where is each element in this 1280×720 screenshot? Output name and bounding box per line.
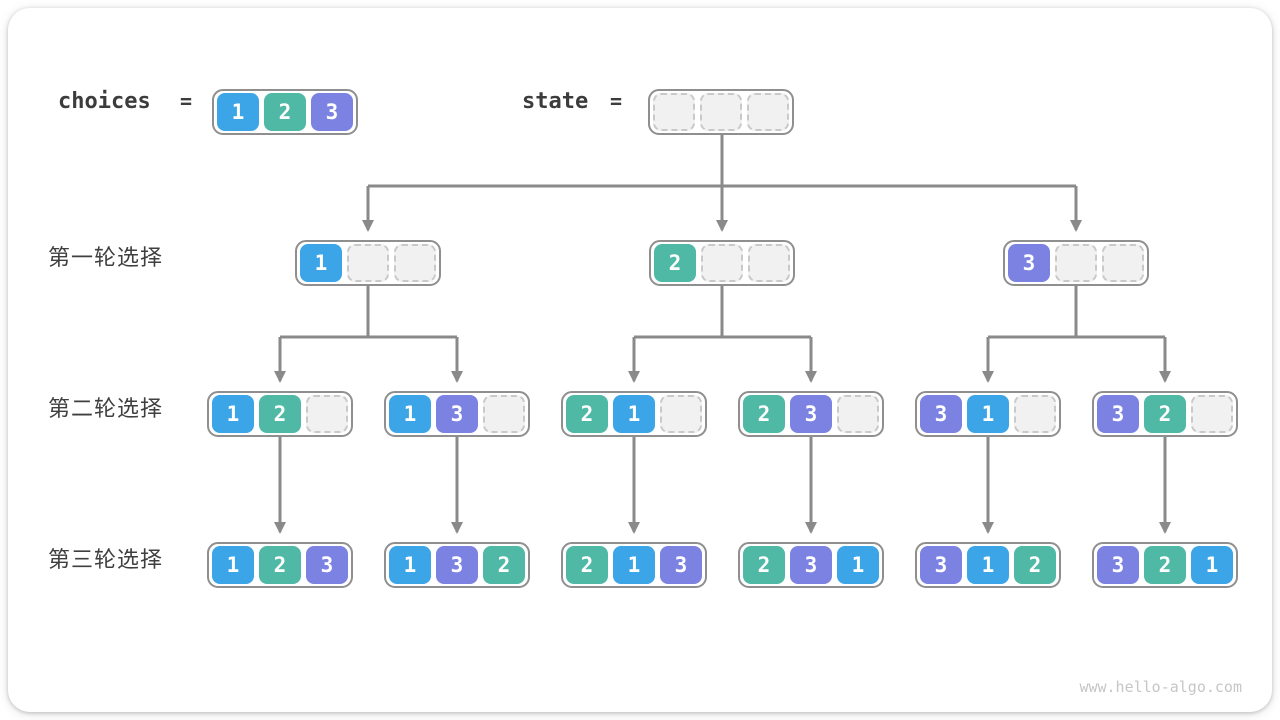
choices-label: choices (58, 89, 151, 114)
array-cell: 3 (920, 395, 962, 433)
round-1-label: 第一轮选择 (48, 245, 164, 270)
array-cell (748, 244, 790, 282)
array-cell: 2 (259, 546, 301, 584)
state-node: 3 2 1 (1092, 542, 1238, 588)
state-node: 1 (295, 240, 441, 286)
array-cell: 3 (660, 546, 702, 584)
array-cell: 3 (436, 546, 478, 584)
array-cell (306, 395, 348, 433)
array-cell: 3 (790, 395, 832, 433)
array-cell: 3 (920, 546, 962, 584)
array-cell (747, 93, 789, 131)
array-cell (394, 244, 436, 282)
array-cell: 2 (1144, 395, 1186, 433)
state-node: 3 1 2 (915, 542, 1061, 588)
array-cell (700, 93, 742, 131)
state-label: state (522, 89, 589, 114)
array-cell (660, 395, 702, 433)
equals-sign: = (180, 89, 193, 113)
round-2-label: 第二轮选择 (48, 396, 164, 421)
state-node: 3 (1003, 240, 1149, 286)
array-cell: 1 (967, 546, 1009, 584)
choices-array: 1 2 3 (212, 89, 358, 135)
array-cell: 1 (212, 546, 254, 584)
state-array (648, 89, 794, 135)
array-cell: 3 (311, 93, 353, 131)
array-cell: 2 (743, 546, 785, 584)
array-cell: 3 (306, 546, 348, 584)
state-node: 2 (649, 240, 795, 286)
array-cell: 2 (483, 546, 525, 584)
array-cell: 1 (389, 546, 431, 584)
array-cell: 3 (790, 546, 832, 584)
array-cell: 2 (264, 93, 306, 131)
array-cell (653, 93, 695, 131)
state-node: 1 2 (207, 391, 353, 437)
state-node: 1 3 (384, 391, 530, 437)
array-cell: 3 (436, 395, 478, 433)
state-node: 2 3 (738, 391, 884, 437)
array-cell (483, 395, 525, 433)
array-cell: 2 (1014, 546, 1056, 584)
array-cell (1191, 395, 1233, 433)
array-cell: 1 (300, 244, 342, 282)
equals-sign: = (610, 89, 623, 113)
array-cell (1055, 244, 1097, 282)
array-cell (701, 244, 743, 282)
array-cell: 1 (212, 395, 254, 433)
array-cell: 1 (1191, 546, 1233, 584)
state-node: 3 2 (1092, 391, 1238, 437)
array-cell: 2 (566, 546, 608, 584)
array-cell: 1 (389, 395, 431, 433)
array-cell: 2 (1144, 546, 1186, 584)
array-cell: 3 (1008, 244, 1050, 282)
state-node: 2 1 3 (561, 542, 707, 588)
array-cell: 2 (566, 395, 608, 433)
array-cell: 3 (1097, 395, 1139, 433)
state-node: 1 3 2 (384, 542, 530, 588)
array-cell: 2 (259, 395, 301, 433)
tree-edges (280, 135, 1165, 339)
state-node: 3 1 (915, 391, 1061, 437)
array-cell: 1 (837, 546, 879, 584)
array-cell: 2 (743, 395, 785, 433)
array-cell: 3 (1097, 546, 1139, 584)
state-node: 2 1 (561, 391, 707, 437)
array-cell: 1 (217, 93, 259, 131)
state-node: 2 3 1 (738, 542, 884, 588)
array-cell: 1 (613, 546, 655, 584)
array-cell (837, 395, 879, 433)
array-cell (1102, 244, 1144, 282)
site-watermark: www.hello-algo.com (1079, 678, 1242, 696)
array-cell: 2 (654, 244, 696, 282)
round-3-label: 第三轮选择 (48, 547, 164, 572)
array-cell (347, 244, 389, 282)
state-node: 1 2 3 (207, 542, 353, 588)
array-cell: 1 (613, 395, 655, 433)
array-cell (1014, 395, 1056, 433)
array-cell: 1 (967, 395, 1009, 433)
